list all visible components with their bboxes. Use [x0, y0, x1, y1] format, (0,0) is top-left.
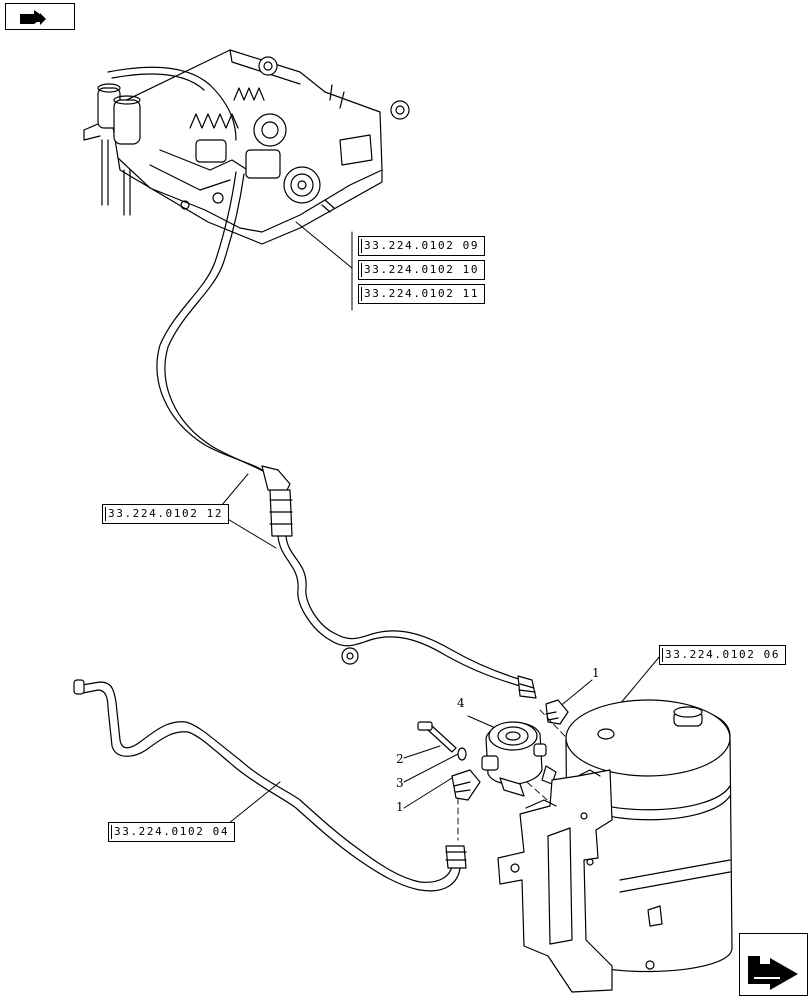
callout-item-3: 3	[396, 776, 404, 790]
valve-assembly	[83, 49, 410, 245]
next-page-button[interactable]	[739, 933, 808, 996]
callout-item-1-lower: 1	[396, 800, 404, 814]
callout-item-2: 2	[396, 752, 404, 766]
reference-box-09[interactable]: 33.224.0102 09	[358, 236, 486, 256]
callout-item-1-upper: 1	[592, 666, 600, 680]
main-hose	[156, 171, 537, 699]
arrow-next-icon	[748, 956, 798, 990]
reference-box-11[interactable]: 33.224.0102 11	[358, 284, 486, 304]
reference-box-04[interactable]: 33.224.0102 04	[108, 822, 236, 842]
previous-page-button[interactable]	[5, 3, 75, 30]
reference-box-06[interactable]: 33.224.0102 06	[659, 645, 787, 665]
callout-item-4: 4	[457, 696, 465, 710]
mounting-bracket	[497, 769, 613, 993]
reference-box-10[interactable]: 33.224.0102 10	[358, 260, 486, 280]
dryer-fittings	[417, 699, 581, 841]
lower-pipe	[73, 679, 467, 892]
leader-lines	[215, 221, 661, 833]
reference-box-12[interactable]: 33.224.0102 12	[102, 504, 230, 524]
arrow-back-icon	[20, 10, 46, 25]
